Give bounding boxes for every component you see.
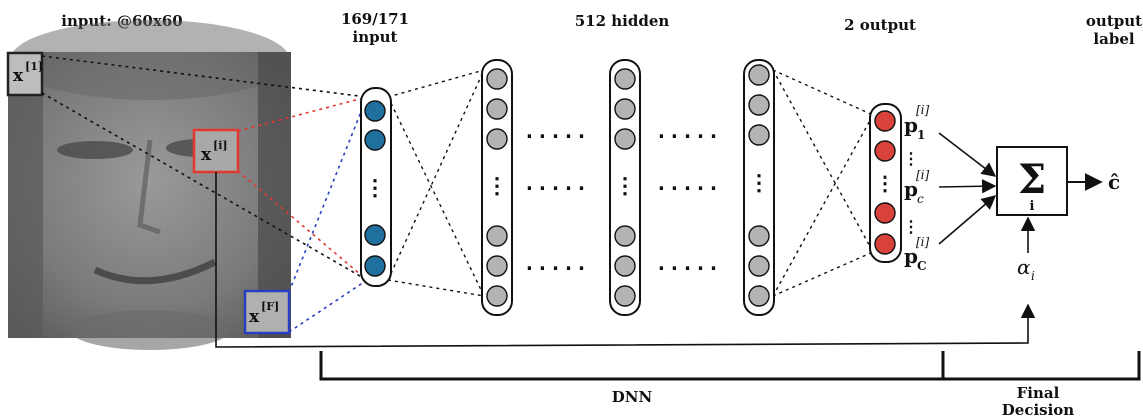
hidden-layer-label: 512 hidden (575, 12, 670, 30)
horizontal-ellipsis: ..... (523, 119, 588, 143)
svg-text:p: p (904, 177, 918, 201)
svg-text:[i]: [i] (916, 235, 930, 249)
input-node (364, 100, 386, 122)
svg-text:[i]: [i] (916, 103, 930, 117)
svg-text:x: x (201, 145, 212, 165)
hidden-node (614, 68, 636, 90)
input-node (364, 129, 386, 151)
horizontal-ellipsis: ..... (523, 251, 588, 275)
output-node (874, 202, 896, 224)
hidden-layer-2-vertical-ellipsis: ⋮ (614, 173, 636, 199)
hidden-node (486, 68, 508, 90)
svg-text:x: x (249, 307, 260, 327)
hidden-node (486, 98, 508, 120)
svg-text:c: c (917, 192, 924, 206)
dnn-bracket (319, 351, 945, 381)
hidden-node (486, 285, 508, 307)
output-node (874, 233, 896, 255)
predicted-class: ĉ (1108, 170, 1120, 194)
first-layer-label-line1: 169/171 (341, 10, 409, 28)
hidden-node (486, 255, 508, 277)
svg-text:α: α (1017, 255, 1031, 279)
patch-connections (41, 55, 368, 333)
patch-index-arrow (215, 172, 1036, 348)
patch-middle-box (192, 128, 240, 174)
svg-text:C: C (917, 259, 927, 273)
prob-vertical-ellipsis-lower: ⋮ (903, 217, 919, 236)
hidden-layer-1-vertical-ellipsis: ⋮ (486, 173, 508, 199)
hidden-node (748, 94, 770, 116)
hidden-node (748, 225, 770, 247)
hidden-layer-3-nodes (748, 64, 770, 307)
hidden-layer-2-nodes (614, 68, 636, 307)
input-layer-vertical-ellipsis: ⋮ (364, 175, 386, 201)
svg-text:p: p (904, 113, 918, 137)
final-decision-label-line2: Decision (1002, 401, 1075, 418)
hidden-layer-1-nodes (486, 68, 508, 307)
patch-last-label: x [F] (249, 300, 279, 327)
input-layer-nodes (364, 100, 386, 277)
prob-label-class: p c [i] (904, 168, 930, 206)
patch-first-box (6, 51, 44, 97)
first-layer-label-line2: input (353, 28, 398, 46)
hidden-node (614, 285, 636, 307)
horizontal-ellipsis: ..... (523, 171, 588, 195)
hidden-node (748, 124, 770, 146)
svg-text:[i]: [i] (213, 139, 228, 152)
output-layer-nodes (874, 110, 896, 255)
output-node (874, 140, 896, 162)
hidden-node (486, 225, 508, 247)
hidden-layer-3-capsule (743, 59, 775, 316)
svg-text:x: x (13, 66, 24, 86)
hidden-node (614, 255, 636, 277)
hidden-node (748, 255, 770, 277)
input-node (364, 224, 386, 246)
horizontal-ellipsis: ..... (655, 119, 720, 143)
hidden-node (614, 225, 636, 247)
hidden-node (486, 128, 508, 150)
svg-text:i: i (1031, 269, 1035, 283)
output-label-line1: output (1086, 12, 1142, 30)
prob-label-first: p 1 [i] (904, 103, 930, 142)
hidden-layer-1-capsule (481, 59, 513, 316)
dnn-label: DNN (612, 388, 653, 406)
hidden-node (614, 98, 636, 120)
output-label-line2: label (1093, 30, 1134, 48)
patch-middle-label: x [i] (201, 139, 228, 165)
layer-links (387, 69, 874, 297)
input-node (364, 255, 386, 277)
hidden-layer-3-vertical-ellipsis: ⋮ (748, 170, 770, 196)
output-layer-label: 2 output (844, 16, 916, 34)
sum-block (996, 146, 1068, 216)
sum-symbol: Σ (1018, 156, 1046, 203)
prob-vertical-ellipsis-upper: ⋮ (903, 149, 919, 168)
hidden-node (614, 128, 636, 150)
svg-text:1: 1 (917, 128, 925, 142)
final-decision-label-line1: Final (1017, 384, 1060, 402)
svg-text:p: p (904, 244, 918, 268)
output-node (874, 110, 896, 132)
output-layer-vertical-ellipsis: ⋮ (875, 171, 895, 195)
hidden-layer-2-capsule (609, 59, 641, 316)
alpha-weight-label: α i (1017, 255, 1035, 283)
horizontal-ellipsis: ..... (655, 251, 720, 275)
hidden-node (748, 285, 770, 307)
final-decision-bracket (943, 351, 1141, 381)
prob-arrows (938, 132, 997, 245)
hidden-node (748, 64, 770, 86)
patch-first-label: x [1] (13, 60, 43, 86)
svg-text:[1]: [1] (25, 60, 43, 73)
horizontal-ellipsis: ..... (655, 171, 720, 195)
patch-last-box (243, 289, 291, 335)
prob-label-last: p C [i] (904, 235, 930, 273)
svg-text:[i]: [i] (916, 168, 930, 182)
svg-text:[F]: [F] (261, 300, 279, 313)
sum-index: i (1030, 199, 1035, 214)
